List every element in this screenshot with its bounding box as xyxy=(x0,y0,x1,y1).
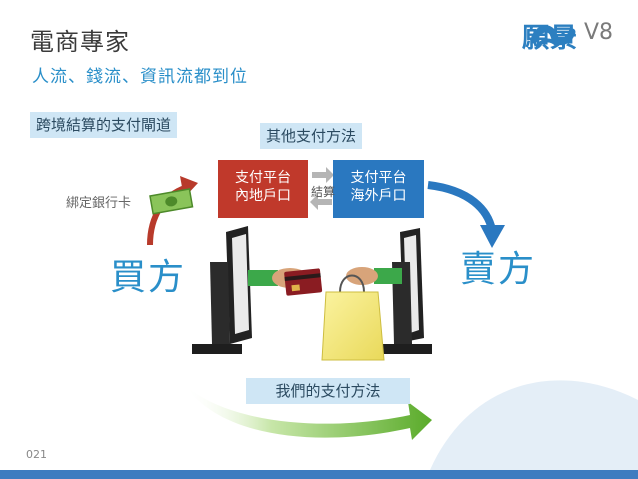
overseas-platform-box: 支付平台 海外戶口 xyxy=(333,160,424,218)
domestic-platform-box: 支付平台 內地戶口 xyxy=(218,160,308,218)
bank-card-label: 綁定銀行卡 xyxy=(66,196,132,211)
seller-label: 賣方 xyxy=(460,249,537,290)
shopping-bag-icon xyxy=(321,274,385,361)
page-subtitle: 人流、錢流、資訊流都到位 xyxy=(32,67,248,87)
page-number: 021 xyxy=(26,448,47,461)
other-methods-tag: 其他支付方法 xyxy=(260,123,363,149)
background-wave-watermark xyxy=(430,380,638,470)
credit-card-icon xyxy=(284,268,323,296)
overseas-platform-line1: 支付平台 xyxy=(350,170,407,186)
page-title: 電商專家 xyxy=(30,28,130,56)
overseas-platform-line2: 海外戶口 xyxy=(350,188,407,204)
our-method-arrow xyxy=(185,385,432,440)
right-monitor-icon xyxy=(380,228,432,354)
overseas-to-seller-arrow xyxy=(427,181,505,248)
settlement-arrows xyxy=(310,167,334,210)
domestic-platform-line2: 內地戶口 xyxy=(235,188,291,204)
settlement-label: 結算 xyxy=(311,185,336,199)
banknote-icon xyxy=(149,188,194,215)
wave-logo-icon xyxy=(530,25,576,48)
hand-with-bag-icon xyxy=(346,267,402,285)
our-method-tag: 我們的支付方法 xyxy=(246,378,410,404)
logo-text: 願景 xyxy=(522,23,578,54)
left-monitor-icon xyxy=(192,226,252,354)
footer-bar xyxy=(0,470,638,479)
buyer-label: 買方 xyxy=(110,257,187,298)
logo-version: V8 xyxy=(584,20,614,45)
domestic-platform-line1: 支付平台 xyxy=(235,170,291,186)
cross-border-tag: 跨境結算的支付閘道 xyxy=(30,112,178,138)
